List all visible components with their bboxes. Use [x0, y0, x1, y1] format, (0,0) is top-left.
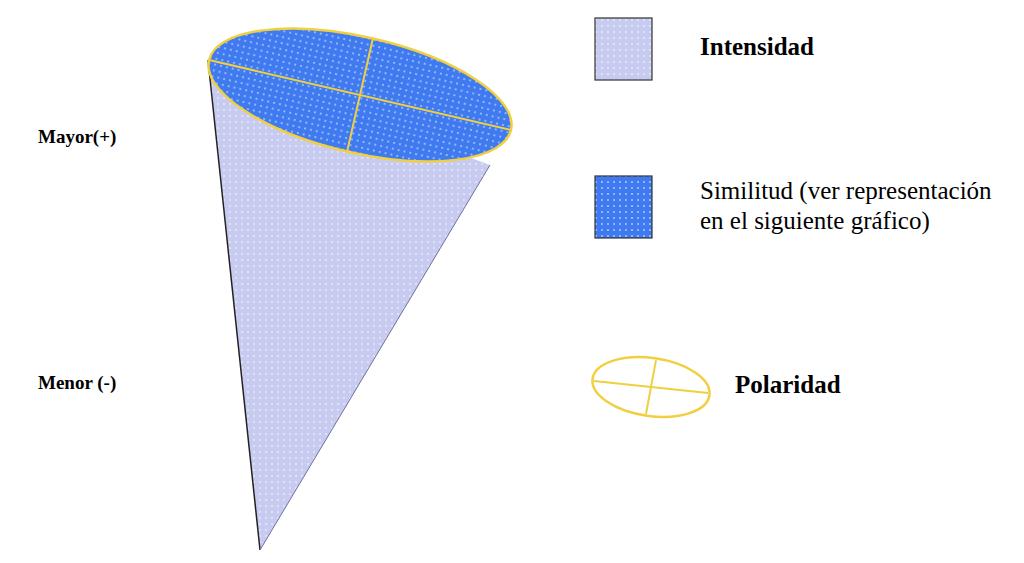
cone-edge — [260, 165, 490, 550]
scale-label: Menor (-) — [38, 372, 116, 395]
scale-label: Mayor(+) — [38, 126, 116, 149]
legend-text: Similitud (ver representación en el sigu… — [700, 176, 1000, 236]
legend-swatch-texture — [595, 18, 652, 80]
legend-swatch — [595, 176, 652, 238]
legend-swatch — [595, 18, 652, 80]
polarity-axis — [347, 38, 373, 152]
legend-swatch-texture — [595, 176, 652, 238]
cone-edge — [208, 60, 260, 550]
polarity-symbol — [589, 350, 714, 424]
legend-swatches — [589, 18, 714, 424]
legend-text: Polaridad — [735, 370, 995, 400]
legend-text: Intensidad — [700, 32, 1000, 62]
cone-top-ellipse — [196, 4, 524, 187]
